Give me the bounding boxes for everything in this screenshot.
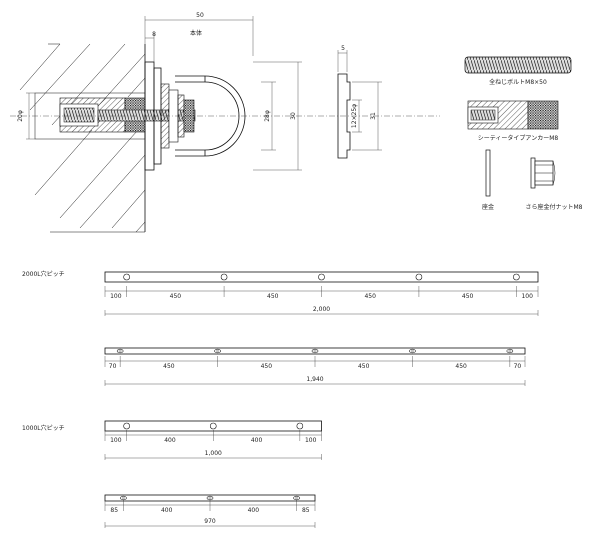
body-profile: 5 12×25φ 31 <box>337 45 382 159</box>
washer-label: 座金 <box>482 203 494 211</box>
wall-hatching <box>19 43 146 233</box>
dim-28-label: 28φ <box>264 110 271 122</box>
segment-label: 100 <box>110 293 122 300</box>
pitch-bar-3: 85 400 400 85 970 <box>104 494 316 528</box>
dim-31-label: 31 <box>370 112 377 120</box>
segment-label: 85 <box>110 507 118 514</box>
pitch-bar-0: 2000L穴ピッチ 100 450 450 450 450 100 2,000 <box>22 270 539 316</box>
segment-label: 450 <box>163 363 175 370</box>
hole-pitch-bars: 2000L穴ピッチ 100 450 450 450 450 100 2,000 70 450 450… <box>22 270 539 528</box>
full-bolt-label: 全ねじボルトM8×50 <box>489 78 547 86</box>
mounting-hole <box>513 273 520 281</box>
assembly-detail: 20φ 50 8 本体 <box>10 12 440 233</box>
mounting-hole <box>415 273 423 281</box>
segment-label: 100 <box>305 437 317 444</box>
segment-label: 450 <box>364 293 376 300</box>
segment-label: 400 <box>164 437 176 444</box>
segment-label: 450 <box>267 293 279 300</box>
anchor-part <box>467 100 559 130</box>
pitch-bar-1: 70 450 450 450 450 70 1,940 <box>104 347 526 386</box>
pitch-bar-2: 1000L穴ピッチ 100 400 400 100 1,000 <box>22 420 322 460</box>
mounting-hole <box>209 422 217 430</box>
dim-20-label: 20φ <box>17 110 24 122</box>
dim-30-label: 30 <box>290 112 297 120</box>
segment-label: 450 <box>358 363 370 370</box>
mounting-hole <box>220 273 228 281</box>
dim-12x25-label: 12×25φ <box>351 104 358 128</box>
mounting-hole <box>123 273 130 281</box>
dim-8-label: 8 <box>152 31 156 38</box>
segment-label: 70 <box>514 363 522 370</box>
bolt-shank <box>97 109 196 122</box>
segment-label: 100 <box>110 437 122 444</box>
anchor-label: シーティータイプアンカーM8 <box>478 134 559 142</box>
mounting-hole <box>296 422 304 430</box>
washer <box>485 149 491 197</box>
bar-label: 2000L穴ピッチ <box>22 270 65 278</box>
total-label: 1,940 <box>306 376 323 383</box>
segment-label: 400 <box>251 437 263 444</box>
segment-label: 100 <box>521 293 533 300</box>
nut-label: さら座金付ナットM8 <box>526 203 583 211</box>
dim-50-label: 50 <box>196 12 204 19</box>
bar-label: 1000L穴ピッチ <box>22 424 65 432</box>
dim-5-label: 5 <box>341 45 345 52</box>
total-label: 2,000 <box>313 306 330 313</box>
segment-label: 450 <box>261 363 273 370</box>
segment-label: 400 <box>161 507 173 514</box>
segment-label: 450 <box>170 293 182 300</box>
segment-label: 450 <box>455 363 467 370</box>
mounting-hole <box>123 422 130 430</box>
flange-nut <box>530 157 556 189</box>
segment-label: 70 <box>109 363 117 370</box>
body-label: 本体 <box>190 29 202 37</box>
total-label: 970 <box>204 518 216 525</box>
parts-list: 全ねじボルトM8×50 シーティータイプアンカーM8 座金 さら座金付ナットM8 <box>464 56 583 211</box>
segment-label: 450 <box>462 293 474 300</box>
mounting-hole <box>318 273 325 281</box>
total-label: 1,000 <box>205 450 222 457</box>
segment-label: 400 <box>248 507 260 514</box>
full-thread-bolt <box>464 56 572 74</box>
segment-label: 85 <box>302 507 310 514</box>
